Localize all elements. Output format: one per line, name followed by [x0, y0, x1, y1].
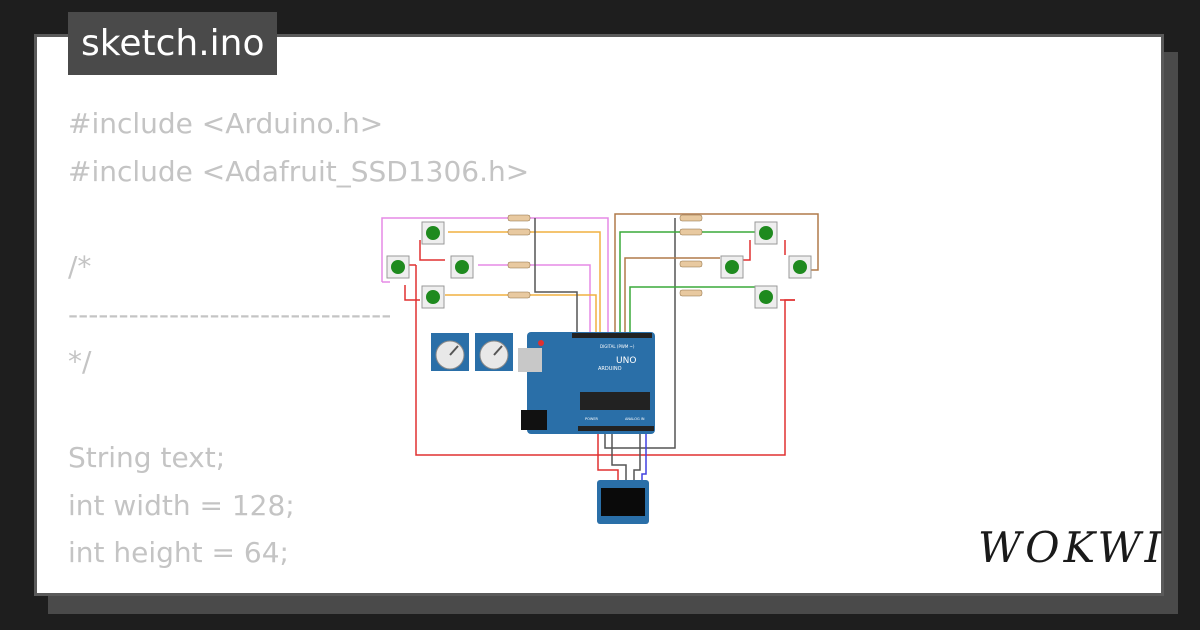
push-buttons [386, 221, 812, 309]
digital-header-label: DIGITAL (PWM ~) [600, 344, 635, 349]
push-button[interactable] [720, 255, 744, 279]
resistor [679, 260, 703, 268]
wire-display [597, 430, 619, 480]
resistor [507, 214, 531, 222]
power-label: POWER [585, 417, 599, 421]
code-line: int width = 128; [68, 488, 295, 522]
potentiometers [431, 333, 513, 371]
potentiometer[interactable] [475, 333, 513, 371]
board-brand: ARDUINO [598, 366, 622, 372]
analog-header [578, 426, 654, 431]
wire-display [611, 430, 627, 480]
wire-ground [404, 285, 420, 301]
oled-display [597, 480, 649, 524]
wire-brown [614, 213, 819, 335]
code-line: -------------------------------- [68, 297, 392, 331]
file-tab[interactable]: sketch.ino [68, 12, 278, 75]
potentiometer[interactable] [431, 333, 469, 371]
code-preview: #include <Arduino.h> #include <Adafruit_… [68, 100, 529, 577]
reset-button [538, 340, 544, 346]
resistor [679, 228, 703, 236]
wire-display [641, 430, 647, 480]
analog-label: ANALOG IN [625, 417, 645, 421]
file-tab-label: sketch.ino [81, 23, 265, 64]
code-line: #include <Adafruit_SSD1306.h> [68, 154, 530, 188]
push-button[interactable] [421, 221, 445, 245]
push-button[interactable] [386, 255, 410, 279]
wire-orange [448, 231, 601, 335]
resistor [679, 214, 703, 222]
wire-pink [478, 264, 591, 335]
code-line: /* [68, 250, 92, 284]
power-jack [521, 410, 547, 430]
wire-orange [445, 294, 597, 335]
arduino-uno-board[interactable]: DIGITAL (PWM ~) ARDUINO UNO POWER ANALOG… [518, 332, 655, 434]
resistors [507, 214, 703, 299]
wokwi-logo: WOKWI [978, 523, 1166, 572]
code-line: */ [68, 345, 92, 379]
wire-green [629, 286, 755, 335]
digital-header [572, 333, 652, 338]
push-button[interactable] [421, 285, 445, 309]
push-button[interactable] [754, 285, 778, 309]
wire-pink [381, 217, 609, 335]
usb-port [518, 348, 542, 372]
wire-green [619, 231, 755, 335]
code-line: String text; [68, 440, 226, 474]
resistor [679, 289, 703, 297]
code-line: int height = 64; [68, 536, 289, 570]
wire-ground [419, 240, 445, 261]
wire-gray [534, 218, 578, 335]
wire-brown [624, 257, 720, 335]
push-button[interactable] [788, 255, 812, 279]
resistor [507, 261, 531, 269]
code-line: #include <Arduino.h> [68, 107, 384, 140]
resistor [507, 291, 531, 299]
push-button[interactable] [754, 221, 778, 245]
board-model: UNO [616, 356, 636, 366]
atmega-chip [580, 392, 650, 410]
push-button[interactable] [450, 255, 474, 279]
wire-display [633, 430, 641, 480]
resistor [507, 228, 531, 236]
